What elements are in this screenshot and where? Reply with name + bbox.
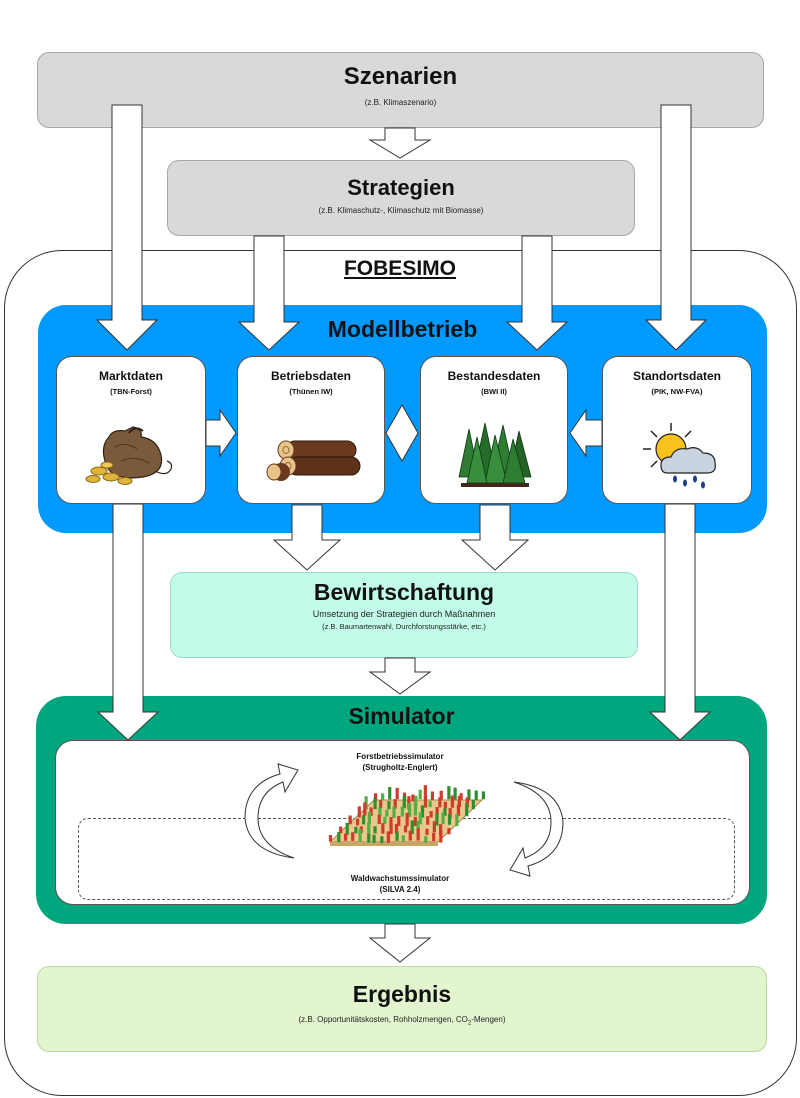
scenarios-box: Szenarien (z.B. Klimaszenario) <box>37 52 764 128</box>
card-bestandesdaten-subtitle: (BWI II) <box>481 387 507 396</box>
card-betriebsdaten-title: Betriebsdaten <box>270 369 352 383</box>
scenarios-subtitle: (z.B. Klimaszenario) <box>364 98 437 107</box>
arrow-betriebsdaten-bestandesdaten <box>385 403 419 463</box>
management-line2: (z.B. Baumartenwahl, Durchforstungsstärk… <box>322 622 486 631</box>
card-betriebsdaten: Betriebsdaten (Thünen IW) <box>237 356 385 504</box>
growth-simulator-sub: (SILVA 2.4) <box>379 885 421 894</box>
strategies-box: Strategien (z.B. Klimaschutz-, Klimaschu… <box>167 160 635 236</box>
card-standortsdaten: Standortsdaten (PIK, NW-FVA) <box>602 356 752 504</box>
strategies-title: Strategien <box>347 175 455 200</box>
forest-simulator-title: Forstbetriebssimulator <box>356 752 444 761</box>
arrow-scenarios-marktdaten <box>95 104 159 351</box>
arrow-standortsdaten-bestandesdaten <box>569 408 603 458</box>
simulator-title: Simulator <box>348 703 455 729</box>
weather-icon <box>643 423 716 489</box>
arrow-scenarios-standortsdaten <box>644 104 708 351</box>
forest-icon <box>458 422 532 487</box>
arrow-strategies-bestandesdaten <box>505 235 569 351</box>
growth-simulator-title: Waldwachstumssimulator <box>350 874 450 883</box>
result-box: Ergebnis (z.B. Opportunitätskosten, Rohh… <box>37 966 767 1052</box>
card-bestandesdaten: Bestandesdaten (BWI II) <box>420 356 568 504</box>
logs-icon <box>266 440 361 481</box>
model-farm-title: Modellbetrieb <box>327 316 478 342</box>
arrow-marktdaten-simulator <box>96 503 160 741</box>
forest-stand-plot-icon <box>328 785 486 846</box>
arrow-bewirtschaftung-simulator <box>368 657 432 695</box>
card-marktdaten-subtitle: (TBN-Forst) <box>110 387 152 396</box>
card-marktdaten-title: Marktdaten <box>98 369 163 383</box>
card-standortsdaten-title: Standortsdaten <box>632 369 721 383</box>
arrow-marktdaten-betriebsdaten <box>205 408 237 458</box>
arrow-betriebsdaten-bewirtschaftung <box>272 504 342 571</box>
money-bag-icon <box>85 426 173 485</box>
card-betriebsdaten-subtitle: (Thünen IW) <box>289 387 333 396</box>
management-line1: Umsetzung der Strategien durch Maßnahmen <box>312 609 496 619</box>
cycle-arrow-right <box>509 781 564 877</box>
card-marktdaten: Marktdaten (TBN-Forst) <box>56 356 206 504</box>
management-title: Bewirtschaftung <box>313 579 495 605</box>
result-subtitle-post: -Mengen) <box>471 1015 506 1024</box>
arrow-strategies-betriebsdaten <box>237 235 301 351</box>
result-subtitle: (z.B. Opportunitätskosten, Rohholzmengen… <box>38 1015 766 1027</box>
arrow-bestandesdaten-bewirtschaftung <box>460 504 530 571</box>
arrow-scenarios-strategies <box>368 127 432 159</box>
strategies-subtitle: (z.B. Klimaschutz-, Klimaschutz mit Biom… <box>318 206 484 215</box>
management-box: Bewirtschaftung Umsetzung der Strategien… <box>170 572 638 658</box>
arrow-simulator-ergebnis <box>368 923 432 963</box>
card-standortsdaten-subtitle: (PIK, NW-FVA) <box>651 387 703 396</box>
cycle-arrow-left <box>244 763 299 859</box>
scenarios-title: Szenarien <box>343 63 458 90</box>
fobesimo-title: FOBESIMO <box>343 257 456 280</box>
result-title: Ergebnis <box>352 981 452 1007</box>
forest-simulator-sub: (Strugholtz-Englert) <box>362 763 438 772</box>
result-subtitle-sub: 2 <box>467 1020 472 1027</box>
arrow-standortsdaten-simulator <box>648 503 712 741</box>
result-subtitle-pre: (z.B. Opportunitätskosten, Rohholzmengen… <box>298 1015 468 1024</box>
card-bestandesdaten-title: Bestandesdaten <box>447 369 541 383</box>
